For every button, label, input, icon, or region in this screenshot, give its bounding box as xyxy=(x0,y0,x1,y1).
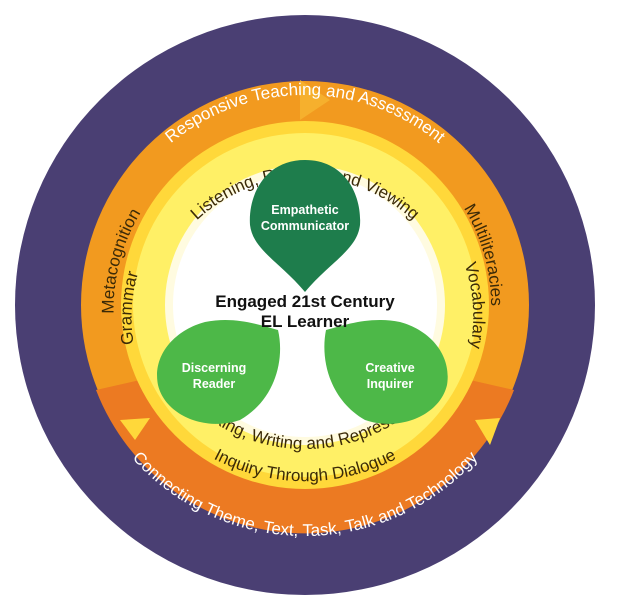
petal-left-line1: Discerning xyxy=(182,361,247,375)
petal-top-line1: Empathetic xyxy=(271,203,338,217)
petal-top-line2: Communicator xyxy=(261,219,349,233)
center-title-line1: Engaged 21st Century xyxy=(215,292,395,311)
orange-arrowhead xyxy=(300,80,330,120)
petal-right-line1: Creative xyxy=(365,361,414,375)
yellow-arrowhead-left xyxy=(120,418,150,440)
petal-right-line2: Inquirer xyxy=(367,377,414,391)
center-title-line2: EL Learner xyxy=(261,312,350,331)
petal-discerning-reader xyxy=(157,320,281,424)
petal-empathetic-communicator xyxy=(249,160,361,292)
yellow-arrowhead-right xyxy=(475,418,500,445)
petal-left-line2: Reader xyxy=(193,377,236,391)
petal-creative-inquirer xyxy=(324,320,448,424)
orange-ring-lower-sweep xyxy=(96,380,514,534)
